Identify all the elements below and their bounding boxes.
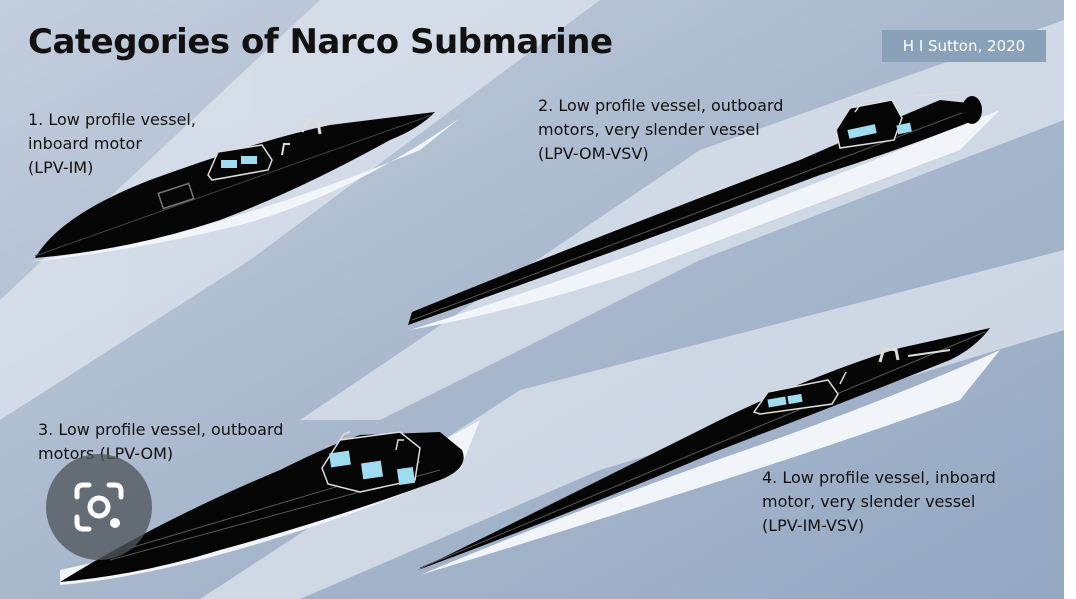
category-4-line-1: 4. Low profile vessel, inboard [762,468,996,487]
category-4-line-2: motor, very slender vessel [762,492,976,511]
category-2-line-1: 2. Low profile vessel, outboard [538,96,784,115]
category-3-line-1: 3. Low profile vessel, outboard [38,420,284,439]
credit-badge: H I Sutton, 2020 [882,30,1046,62]
vessel-lpv-im-vsv [418,328,1000,575]
category-4-label: 4. Low profile vessel, inboard motor, ve… [762,466,996,538]
category-3-label: 3. Low profile vessel, outboard motors (… [38,418,283,466]
page-margin [1064,0,1076,599]
category-1-label: 1. Low profile vessel, inboard motor (LP… [28,108,196,180]
category-2-line-3: (LPV-OM-VSV) [538,144,649,163]
lens-camera-icon [74,482,124,532]
category-3-line-2: motors (LPV-OM) [38,444,174,463]
category-2-label: 2. Low profile vessel, outboard motors, … [538,94,783,166]
vessel-lpv-om-vsv [408,91,1000,330]
category-1-line-2: inboard motor [28,134,142,153]
category-1-line-3: (LPV-IM) [28,158,94,177]
category-2-line-2: motors, very slender vessel [538,120,760,139]
category-1-line-1: 1. Low profile vessel, [28,110,196,129]
vessel-lpv-im [30,112,460,262]
category-4-line-3: (LPV-IM-VSV) [762,516,865,535]
vessel-lpv-om [60,420,480,585]
lens-search-button[interactable] [46,454,152,560]
infographic-title: Categories of Narco Submarine [28,22,613,62]
